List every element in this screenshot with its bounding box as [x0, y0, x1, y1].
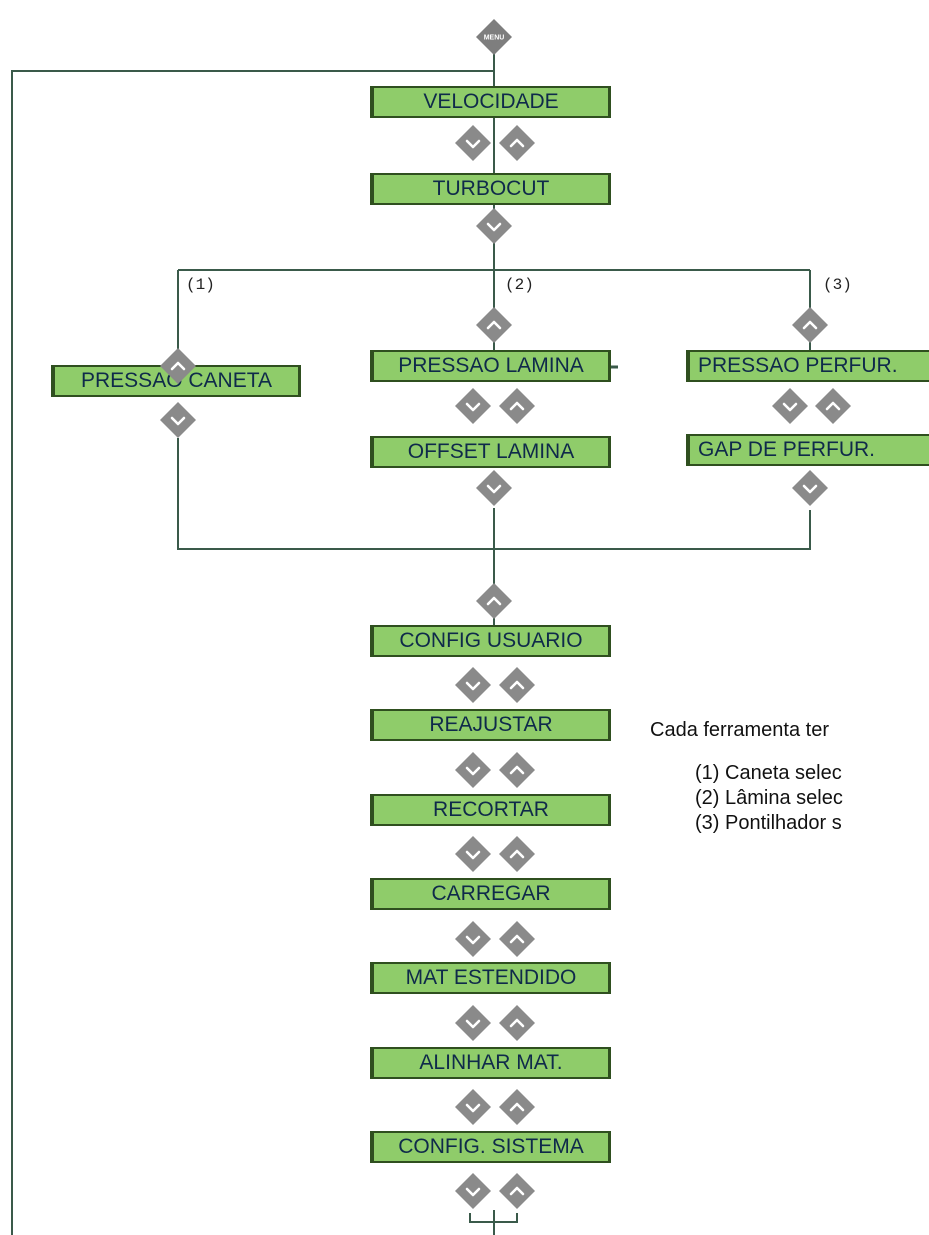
- chevron-up-icon: [509, 765, 525, 775]
- chevron-up-icon: [509, 1186, 525, 1196]
- menu-item-carregar[interactable]: CARREGAR: [370, 878, 611, 910]
- branch-label-2: (2): [505, 276, 534, 294]
- menu-item-reajustar[interactable]: REAJUSTAR: [370, 709, 611, 741]
- down-arrow-button[interactable]: [454, 835, 492, 873]
- chevron-up-icon: [509, 849, 525, 859]
- chevron-down-icon: [486, 222, 502, 232]
- chevron-up-icon: [509, 1102, 525, 1112]
- down-arrow-button[interactable]: [475, 207, 513, 245]
- chevron-up-icon: [486, 596, 502, 606]
- chevron-up-icon: [825, 401, 841, 411]
- chevron-up-icon: [802, 320, 818, 330]
- chevron-down-icon: [465, 681, 481, 691]
- down-arrow-button[interactable]: [454, 751, 492, 789]
- menu-item-turbocut[interactable]: TURBOCUT: [370, 173, 611, 205]
- menu-item-config-usuario[interactable]: CONFIG USUARIO: [370, 625, 611, 657]
- up-arrow-button[interactable]: [159, 347, 197, 385]
- chevron-down-icon: [465, 766, 481, 776]
- menu-button[interactable]: MENU: [475, 18, 513, 56]
- menu-item-config-sistema[interactable]: CONFIG. SISTEMA: [370, 1131, 611, 1163]
- up-arrow-button[interactable]: [498, 1088, 536, 1126]
- chevron-up-icon: [509, 934, 525, 944]
- branch-label-1: (1): [186, 276, 215, 294]
- chevron-down-icon: [465, 402, 481, 412]
- up-arrow-button[interactable]: [814, 387, 852, 425]
- menu-item-pressao-lamina[interactable]: PRESSAO LAMINA: [370, 350, 611, 382]
- down-arrow-button[interactable]: [454, 920, 492, 958]
- menu-item-alinhar-mat[interactable]: ALINHAR MAT.: [370, 1047, 611, 1079]
- chevron-down-icon: [782, 402, 798, 412]
- chevron-up-icon: [509, 138, 525, 148]
- chevron-down-icon: [486, 484, 502, 494]
- note-intro: Cada ferramenta ter: [650, 719, 829, 741]
- up-arrow-button[interactable]: [475, 582, 513, 620]
- menu-icon-label: MENU: [484, 35, 505, 42]
- menu-item-offset-lamina[interactable]: OFFSET LAMINA: [370, 436, 611, 468]
- down-arrow-button[interactable]: [475, 469, 513, 507]
- menu-item-pressao-perfur[interactable]: PRESSAO PERFUR.: [686, 350, 929, 382]
- chevron-down-icon: [465, 1187, 481, 1197]
- note-item-3: (3) Pontilhador s: [695, 812, 842, 834]
- chevron-down-icon: [465, 935, 481, 945]
- down-arrow-button[interactable]: [791, 469, 829, 507]
- down-arrow-button[interactable]: [454, 387, 492, 425]
- up-arrow-button[interactable]: [498, 666, 536, 704]
- note-item-1: (1) Caneta selec: [695, 762, 842, 784]
- chevron-up-icon: [170, 361, 186, 371]
- up-arrow-button[interactable]: [498, 751, 536, 789]
- up-arrow-button[interactable]: [498, 1172, 536, 1210]
- up-arrow-button[interactable]: [791, 306, 829, 344]
- down-arrow-button[interactable]: [454, 1088, 492, 1126]
- down-arrow-button[interactable]: [771, 387, 809, 425]
- menu-item-mat-estendido[interactable]: MAT ESTENDIDO: [370, 962, 611, 994]
- up-arrow-button[interactable]: [498, 920, 536, 958]
- down-arrow-button[interactable]: [454, 1172, 492, 1210]
- menu-item-velocidade[interactable]: VELOCIDADE: [370, 86, 611, 118]
- note-item-2: (2) Lâmina selec: [695, 787, 843, 809]
- chevron-up-icon: [486, 320, 502, 330]
- chevron-down-icon: [802, 484, 818, 494]
- chevron-down-icon: [465, 139, 481, 149]
- chevron-down-icon: [465, 1019, 481, 1029]
- menu-item-gap-perfur[interactable]: GAP DE PERFUR.: [686, 434, 929, 466]
- chevron-up-icon: [509, 401, 525, 411]
- chevron-up-icon: [509, 1018, 525, 1028]
- up-arrow-button[interactable]: [498, 124, 536, 162]
- menu-item-recortar[interactable]: RECORTAR: [370, 794, 611, 826]
- down-arrow-button[interactable]: [454, 666, 492, 704]
- down-arrow-button[interactable]: [454, 124, 492, 162]
- up-arrow-button[interactable]: [498, 387, 536, 425]
- chevron-up-icon: [509, 680, 525, 690]
- chevron-down-icon: [465, 850, 481, 860]
- up-arrow-button[interactable]: [498, 1004, 536, 1042]
- down-arrow-button[interactable]: [454, 1004, 492, 1042]
- down-arrow-button[interactable]: [159, 401, 197, 439]
- up-arrow-button[interactable]: [475, 306, 513, 344]
- up-arrow-button[interactable]: [498, 835, 536, 873]
- chevron-down-icon: [465, 1103, 481, 1113]
- chevron-down-icon: [170, 416, 186, 426]
- branch-label-3: (3): [823, 276, 852, 294]
